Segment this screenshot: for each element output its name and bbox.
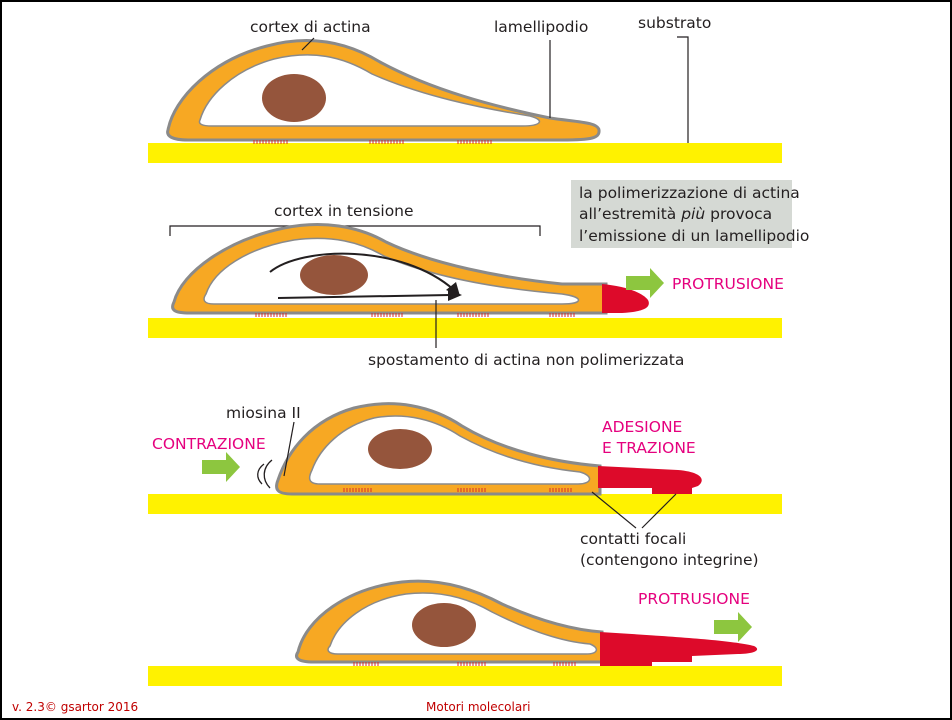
- panel-1: cortex di actina lamellipodio substrato: [148, 14, 782, 163]
- info-text-line-1: la polimerizzazione di actina: [579, 184, 800, 202]
- nucleus-1: [262, 74, 326, 122]
- lamellipodium-protrusion-4: [600, 632, 757, 666]
- adhesion-traction-region-3: [598, 466, 702, 494]
- label-contengono-integrine: (contengono integrine): [580, 551, 759, 569]
- label-contrazione: CONTRAZIONE: [152, 435, 266, 453]
- nucleus-2: [300, 255, 368, 295]
- panel-4: PROTRUSIONE: [148, 581, 782, 686]
- label-adesione: ADESIONE: [602, 418, 682, 436]
- nucleus-4: [412, 603, 476, 647]
- panel-2: la polimerizzazione di actina all’estrem…: [148, 180, 809, 369]
- contraction-arrow: [202, 452, 240, 482]
- footer-title: Motori molecolari: [426, 700, 530, 714]
- footer-version: v. 2.3© gsartor 2016: [12, 700, 138, 714]
- pointer-substrato: [677, 37, 688, 143]
- substrate-bar-4: [148, 666, 782, 686]
- info-text-line-2: all’estremità più provoca: [579, 205, 772, 223]
- protrusion-arrow-4: [714, 612, 752, 642]
- substrate-bar-3: [148, 494, 782, 514]
- panel-3: CONTRAZIONE miosina II ADESIONE E TRAZIO…: [148, 404, 782, 569]
- contraction-motion-marks: [258, 460, 272, 488]
- nucleus-3: [368, 429, 432, 469]
- substrate-bar-1: [148, 143, 782, 163]
- label-contatti-focali: contatti focali: [580, 530, 686, 548]
- label-cortex-tensione: cortex in tensione: [274, 202, 414, 220]
- label-cortex-actina: cortex di actina: [250, 18, 371, 36]
- label-lamellipodio: lamellipodio: [494, 18, 588, 36]
- label-trazione: E TRAZIONE: [602, 439, 696, 457]
- substrate-bar-2: [148, 318, 782, 338]
- info-text-line-3: l’emissione di un lamellipodio: [579, 227, 809, 245]
- label-protrusione-4: PROTRUSIONE: [638, 590, 750, 608]
- label-substrato: substrato: [638, 14, 711, 32]
- label-miosina: miosina II: [226, 404, 301, 422]
- label-protrusione-2: PROTRUSIONE: [672, 275, 784, 293]
- label-spostamento: spostamento di actina non polimerizzata: [368, 351, 684, 369]
